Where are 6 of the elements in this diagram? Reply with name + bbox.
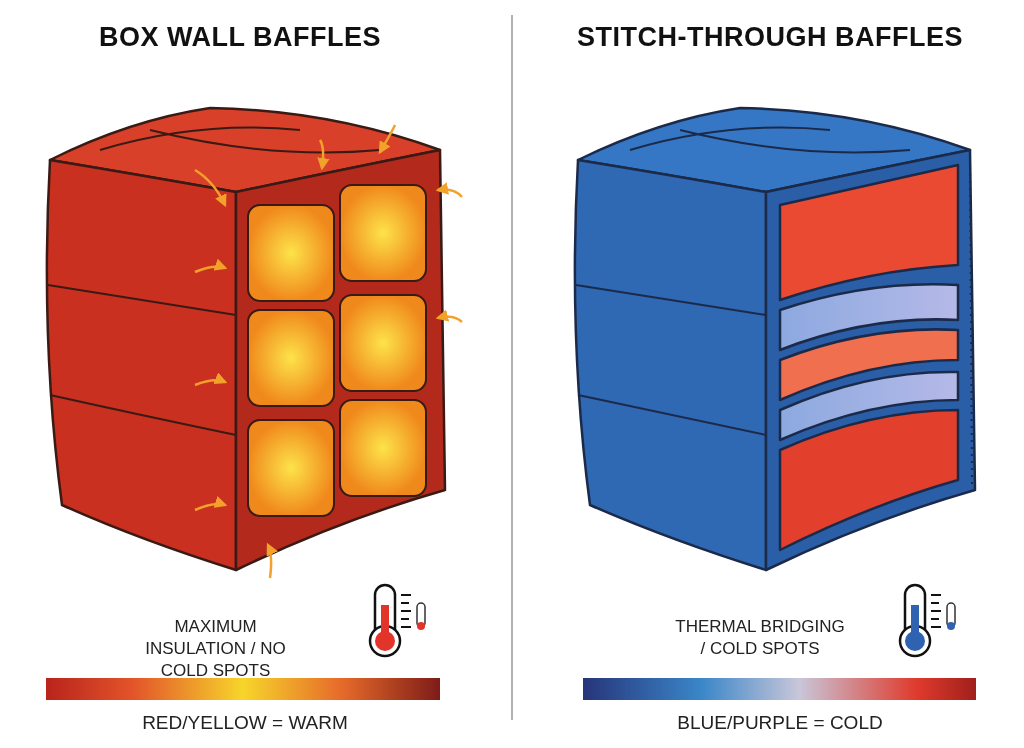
panel-heading: STITCH-THROUGH BAFFLES	[576, 22, 964, 53]
caption-text: MAXIMUM INSULATION / NO COLD SPOTS	[144, 616, 287, 682]
legend-text: BLUE/PURPLE = COLD	[676, 712, 884, 734]
legend-text: RED/YELLOW = WARM	[141, 712, 349, 734]
caption-text: THERMAL BRIDGING / COLD SPOTS	[675, 616, 845, 660]
panel-heading: BOX WALL BAFFLES	[98, 22, 382, 53]
